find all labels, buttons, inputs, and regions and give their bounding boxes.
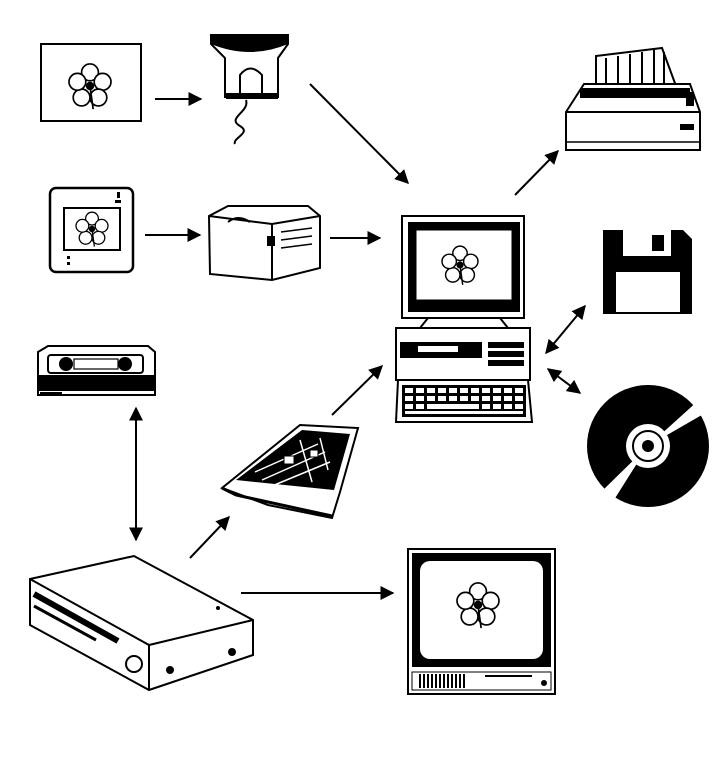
arrow-vcr-to-card (189, 515, 230, 559)
desktop-computer-icon (394, 215, 534, 423)
handheld-scanner-icon (210, 34, 289, 145)
vcr-icon (29, 554, 254, 692)
dot-matrix-printer-icon (565, 46, 701, 151)
vhs-cassette-icon (37, 345, 156, 396)
video-capture-card-icon (220, 423, 360, 520)
arrow-scanner-to-computer (309, 83, 409, 184)
floppy-disk-icon (603, 230, 692, 314)
arrow-card-to-computer (331, 365, 383, 416)
slide-scanner-icon (207, 205, 321, 282)
arrow-computer-cd (546, 368, 582, 394)
photo-print-icon (40, 43, 142, 122)
photo-slide-icon (48, 186, 135, 274)
tv-monitor-icon (407, 548, 556, 695)
arrows (129, 83, 586, 600)
arrow-computer-floppy (545, 304, 586, 355)
arrow-computer-to-printer (514, 149, 559, 196)
compact-disc-icon (587, 385, 709, 507)
